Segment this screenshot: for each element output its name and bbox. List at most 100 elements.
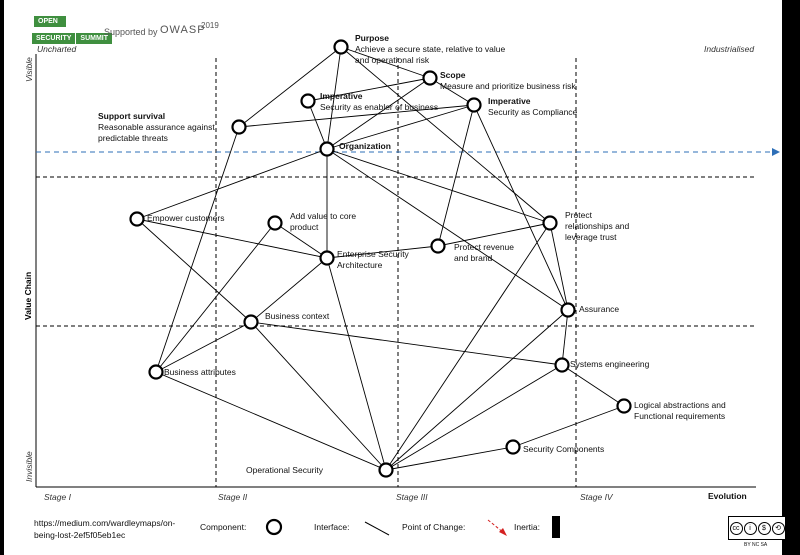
sa-icon: ⟲ [771, 521, 785, 535]
component-add-value [267, 215, 283, 231]
interface-systems_engineering-logical_abstractions [561, 364, 625, 407]
enterprise-arch-text: Enterprise Security Architecture [337, 249, 409, 270]
interface-organization-empower_customers [136, 148, 328, 220]
interface-add_value-enterprise_arch [274, 222, 328, 259]
security-components-text: Security Components [523, 444, 605, 454]
legend-inertia-label: Inertia: [514, 522, 540, 532]
industrialised-label: Industrialised [704, 44, 755, 54]
component-empower-customers [129, 211, 145, 227]
interface-add_value-business_attributes [155, 222, 276, 373]
interface-security_components-operational_security [385, 446, 514, 471]
supported-by-text: Supported by [104, 27, 158, 37]
stage-1-label: Stage I [44, 492, 71, 502]
scope-title: Scope [440, 70, 466, 80]
assurance-text: Assurance [579, 304, 620, 314]
source-url-line1: https://medium.com/wardleymaps/on- [34, 518, 176, 528]
add-value-text: Add value to core product [290, 211, 357, 232]
component-enterprise-arch [319, 250, 335, 266]
interface-organization-assurance [326, 148, 569, 311]
interface-protect_relationships-assurance [549, 222, 569, 311]
component-business-context [243, 314, 259, 330]
interface-business_context-business_attributes [155, 321, 252, 373]
interface-purpose-scope [340, 46, 431, 79]
component-security-components [505, 439, 521, 455]
legend-interface-line [364, 521, 390, 536]
by-icon: i [743, 521, 757, 535]
map-svg [35, 39, 780, 538]
component-organization [319, 141, 335, 157]
component-assurance [560, 302, 576, 318]
interface-support_survival-business_attributes [155, 126, 240, 373]
evolution-label: Evolution [708, 491, 747, 501]
component-protect-revenue [430, 238, 446, 254]
stage-2-label: Stage II [218, 492, 248, 502]
support-survival-text: Reasonable assurance against predictable… [98, 122, 215, 143]
business-attributes-text: Business attributes [164, 367, 236, 377]
component-logical-abstractions [616, 398, 632, 414]
component-systems-engineering [554, 357, 570, 373]
imperative-enabler-text: Security as enabler of business [320, 102, 439, 112]
legend-interface-label: Interface: [314, 522, 350, 532]
interface-purpose-support_survival [238, 46, 342, 128]
license-text: BY NC SA [744, 542, 768, 548]
legend-component-label: Component: [200, 522, 247, 532]
interface-enterprise_arch-protect_revenue [326, 245, 439, 259]
interface-imperative_compliance-support_survival [238, 104, 475, 128]
scope-text: Measure and prioritize business risk [440, 81, 576, 91]
component-scope [422, 70, 438, 86]
legend-change-arrow [499, 528, 507, 536]
empower-customers-text: Empower customers [147, 213, 225, 223]
component-protect-relationships [542, 215, 558, 231]
interface-logical_abstractions-security_components [512, 405, 625, 448]
source-url-line2: being-lost-2ef5f05eb1ec [34, 530, 126, 540]
support-survival-title: Support survival [98, 111, 166, 121]
component-support-survival [231, 119, 247, 135]
interface-purpose-protect_relationships [340, 46, 551, 224]
interface-scope-imperative_compliance [429, 77, 475, 106]
logo-line2: SECURITY [32, 33, 76, 44]
component-imperative-enabler [300, 93, 316, 109]
interface-assurance-systems_engineering [561, 309, 569, 366]
logical-abstractions-text: Logical abstractions and Functional requ… [634, 400, 726, 421]
interface-scope-imperative_enabler [307, 77, 431, 102]
stage-3-label: Stage III [396, 492, 428, 502]
interface-imperative_compliance-organization [326, 104, 475, 150]
legend-inertia-bar [552, 516, 560, 538]
interface-imperative_compliance-protect_revenue [437, 104, 475, 247]
interface-purpose-organization [326, 46, 342, 150]
interface-imperative_compliance-assurance [473, 104, 569, 311]
creative-commons-badge: cc i $ ⟲ [728, 516, 786, 540]
purpose-title: Purpose [355, 33, 390, 43]
component-circles [129, 39, 632, 478]
component-purpose [333, 39, 349, 55]
component-operational-security [378, 462, 394, 478]
cc-icon: cc [729, 521, 743, 535]
component-business-attributes [148, 364, 164, 380]
stage-4-label: Stage IV [580, 492, 613, 502]
interface-systems_engineering-operational_security [385, 364, 563, 471]
user-need-arrow [772, 148, 780, 156]
interface-assurance-operational_security [385, 309, 569, 471]
year-text: 2019 [201, 21, 219, 30]
business-context-text: Business context [265, 311, 330, 321]
imperative-compliance-title: Imperative [488, 96, 531, 106]
interface-protect_revenue-protect_relationships [437, 222, 551, 247]
interface-empower_customers-enterprise_arch [136, 218, 328, 259]
interface-protect_relationships-operational_security [385, 222, 551, 471]
legend-component-circle [265, 518, 283, 536]
interface-enterprise_arch-operational_security [326, 257, 387, 471]
interface-business_context-operational_security [250, 321, 387, 471]
imperative-enabler-title: Imperative [320, 91, 363, 101]
legend-change-label: Point of Change: [402, 522, 466, 532]
systems-engineering-text: Systems engineering [570, 359, 650, 369]
logo-line1: OPEN [34, 16, 66, 27]
logo-line3: SUMMIT [76, 33, 113, 44]
component-imperative-compliance [466, 97, 482, 113]
protect-revenue-text: Protect revenue and brand [454, 242, 515, 263]
operational-security-text: Operational Security [246, 465, 324, 475]
interface-empower_customers-business_context [136, 218, 252, 323]
interface-business_context-systems_engineering [250, 321, 563, 366]
uncharted-label: Uncharted [37, 44, 77, 54]
